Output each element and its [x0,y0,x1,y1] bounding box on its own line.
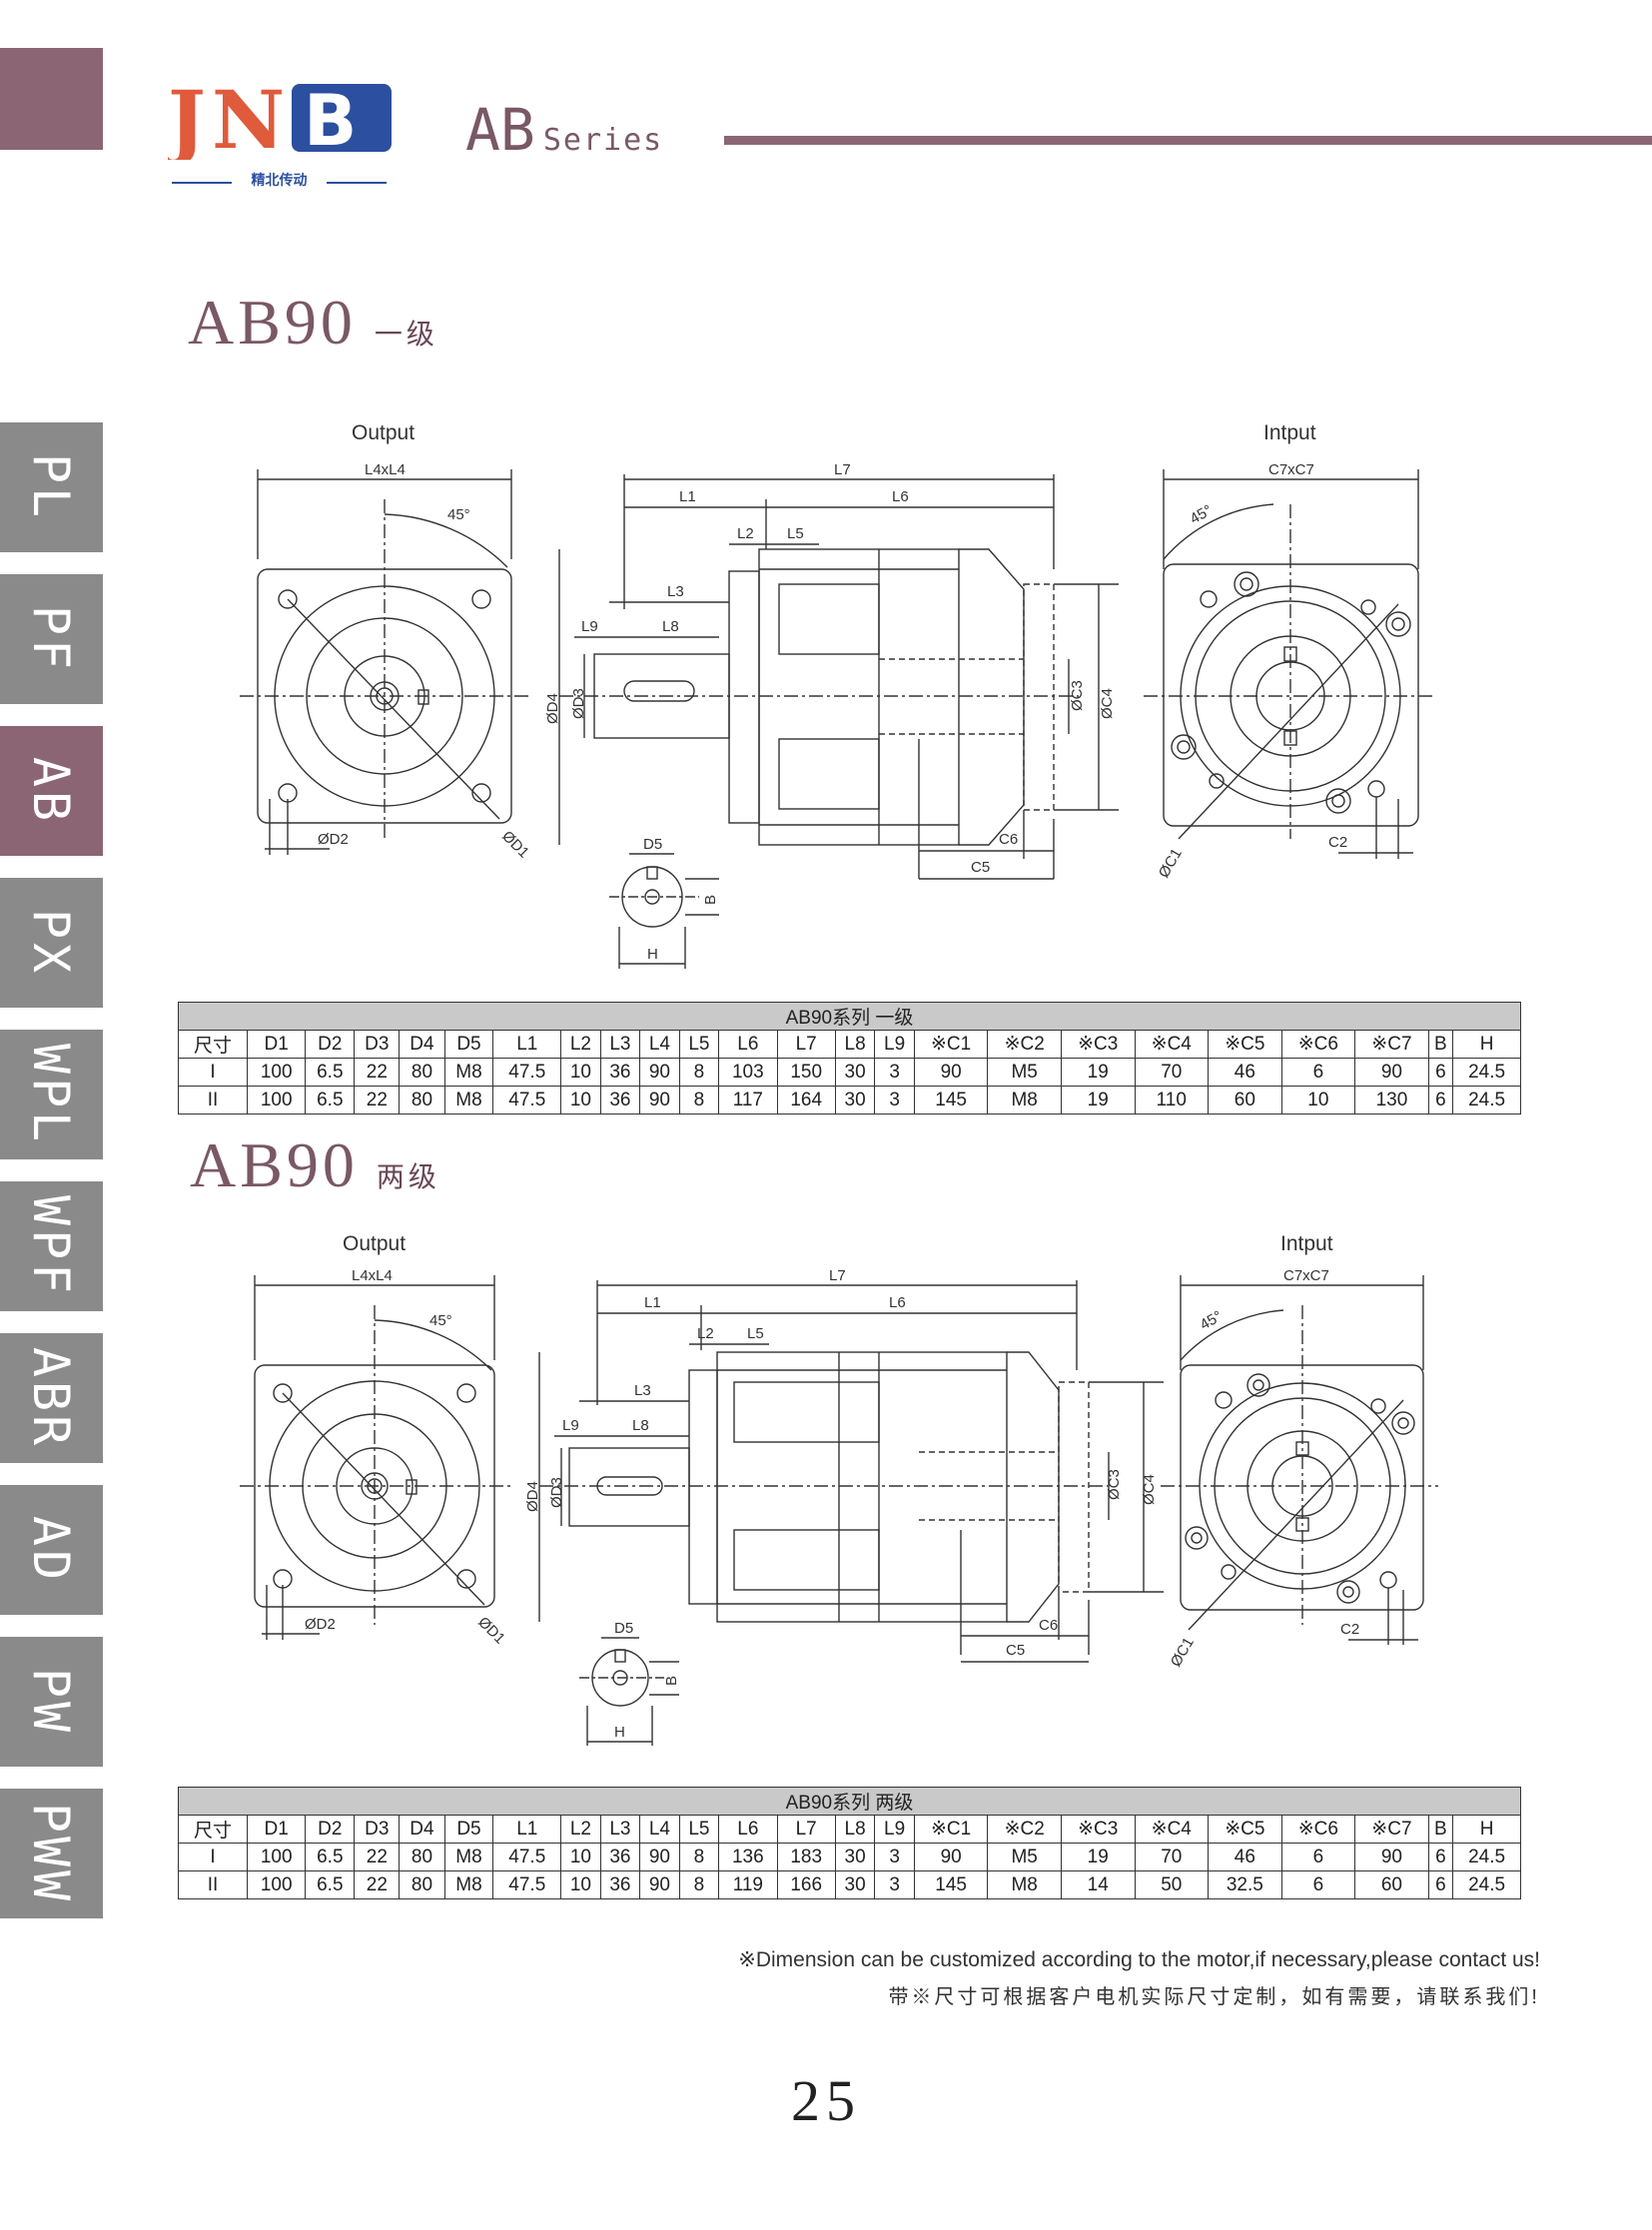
dim-c4: ØC4 [1141,1474,1158,1505]
dim-l3: L3 [634,1382,651,1399]
dim-l2: L2 [737,525,754,542]
dim-l9: L9 [562,1417,579,1434]
dim-l1: L1 [644,1294,661,1311]
output-label: Output [343,1232,406,1255]
sidebar-item-ad[interactable]: AD [0,1485,103,1615]
dim-angle: 45° [429,1312,452,1329]
dim-d5: D5 [614,1620,633,1637]
dim-c5: C5 [1006,1642,1025,1659]
dim-d3: ØD3 [548,1477,565,1508]
dim-h: H [614,1724,625,1741]
dim-c3: ØC3 [1069,680,1086,711]
svg-text:B: B [304,80,357,160]
dim-l6: L6 [889,1294,906,1311]
dim-l2: L2 [697,1325,714,1342]
dim-d4: ØD4 [524,1481,541,1512]
sidebar-item-pww[interactable]: PWW [0,1789,103,1918]
dim-l1: L1 [679,488,696,505]
dim-l7: L7 [834,461,851,478]
dim-l9: L9 [581,618,598,635]
dim-c1: ØC1 [1168,1635,1198,1670]
dim-c4: ØC4 [1099,688,1116,719]
dim-d1: ØD1 [498,828,532,862]
dim-b: B [663,1676,680,1686]
dim-c3: ØC3 [1106,1469,1123,1500]
series-sub: Series [542,123,664,158]
svg-text:J: J [168,78,206,160]
corner-tab [0,48,103,150]
brand-subtitle: 精北传动 [172,170,387,194]
section-stage: 一级 [374,318,438,351]
technical-drawing-1: Output L4xL4 45° ØD1 ØD2 L7 L1 L6 L2 L5 … [240,419,1468,979]
dim-l8: L8 [662,618,679,635]
dim-b: B [702,895,719,905]
sidebar-item-wpl[interactable]: WPL [0,1030,103,1159]
dim-d4: ØD4 [544,693,561,724]
dim-h: H [647,946,658,963]
sidebar-item-pf[interactable]: PF [0,574,103,704]
dim-c6: C6 [1039,1617,1058,1634]
svg-text:N: N [212,78,285,160]
technical-drawing-2: Output L4xL4 45° ØD1 ØD2 L7 L1 L6 L2 L5 … [240,1230,1468,1750]
table-caption: AB90系列 一级 [178,1002,1521,1031]
dim-l8: L8 [632,1417,649,1434]
dim-c7xc7: C7xC7 [1268,461,1314,478]
dim-l5: L5 [787,525,804,542]
section-title-1: AB90 一级 [188,286,438,360]
sidebar-item-pl[interactable]: PL [0,422,103,552]
dim-c2: C2 [1340,1621,1359,1638]
input-label: Intput [1263,421,1316,444]
section-model: AB90 [190,1129,359,1200]
sidebar-item-px[interactable]: PX [0,878,103,1008]
sidebar-item-pw[interactable]: PW [0,1637,103,1767]
section-model: AB90 [188,287,357,358]
brand-logo: J N B [162,73,398,167]
sidebar-item-ab[interactable]: AB [0,726,103,856]
dim-d3: ØD3 [570,688,587,719]
dim-l7: L7 [829,1267,846,1284]
dim-angle: 45° [447,506,470,523]
dim-d2: ØD2 [318,831,349,848]
dim-l6: L6 [892,488,909,505]
footnote-chinese: 带※尺寸可根据客户电机实际尺寸定制，如有需要，请联系我们! [888,1986,1540,2008]
dim-l4xl4: L4xL4 [352,1267,393,1284]
dim-c7xc7: C7xC7 [1283,1267,1329,1284]
series-main: AB [465,96,535,164]
output-label: Output [352,421,414,444]
dim-d5: D5 [643,836,662,853]
sidebar-item-wpf[interactable]: WPF [0,1181,103,1311]
dim-angle-input: 45° [1188,501,1216,527]
dim-angle-input: 45° [1198,1307,1226,1333]
dim-l3: L3 [667,583,684,600]
input-label: Intput [1280,1232,1333,1255]
dim-c1: ØC1 [1156,846,1186,881]
dim-c6: C6 [999,831,1018,848]
dim-c2: C2 [1328,834,1347,851]
page-number: 25 [791,2068,861,2133]
section-stage: 两级 [376,1160,440,1193]
dim-l5: L5 [747,1325,764,1342]
header-rule [724,136,1652,145]
section-title-2: AB90 两级 [190,1128,440,1202]
dim-c5: C5 [971,859,990,876]
sidebar-item-abr[interactable]: ABR [0,1333,103,1463]
dim-l4xl4: L4xL4 [365,461,406,478]
table-caption: AB90系列 两级 [178,1787,1521,1816]
dim-d1: ØD1 [474,1614,508,1648]
footnote-english: ※Dimension can be customized according t… [738,1948,1540,1971]
dim-d2: ØD2 [305,1616,336,1633]
